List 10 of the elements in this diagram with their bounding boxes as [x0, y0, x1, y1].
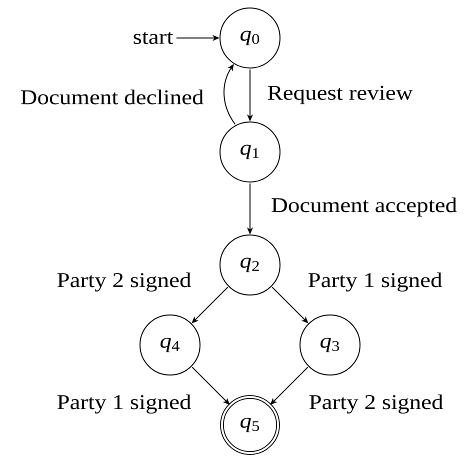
start-label: start — [134, 32, 174, 44]
edge-label: Document declined — [20, 90, 204, 104]
arrow — [272, 286, 308, 324]
edge-label: Party 2 signed — [309, 394, 444, 414]
arrow — [192, 286, 228, 324]
edge-label: Party 1 signed — [57, 394, 192, 414]
edge-label: Party 2 signed — [57, 272, 192, 292]
edge-label: Party 1 signed — [308, 272, 442, 292]
edge-label: Document accepted — [272, 197, 457, 217]
edge-label: Request review — [268, 86, 413, 104]
